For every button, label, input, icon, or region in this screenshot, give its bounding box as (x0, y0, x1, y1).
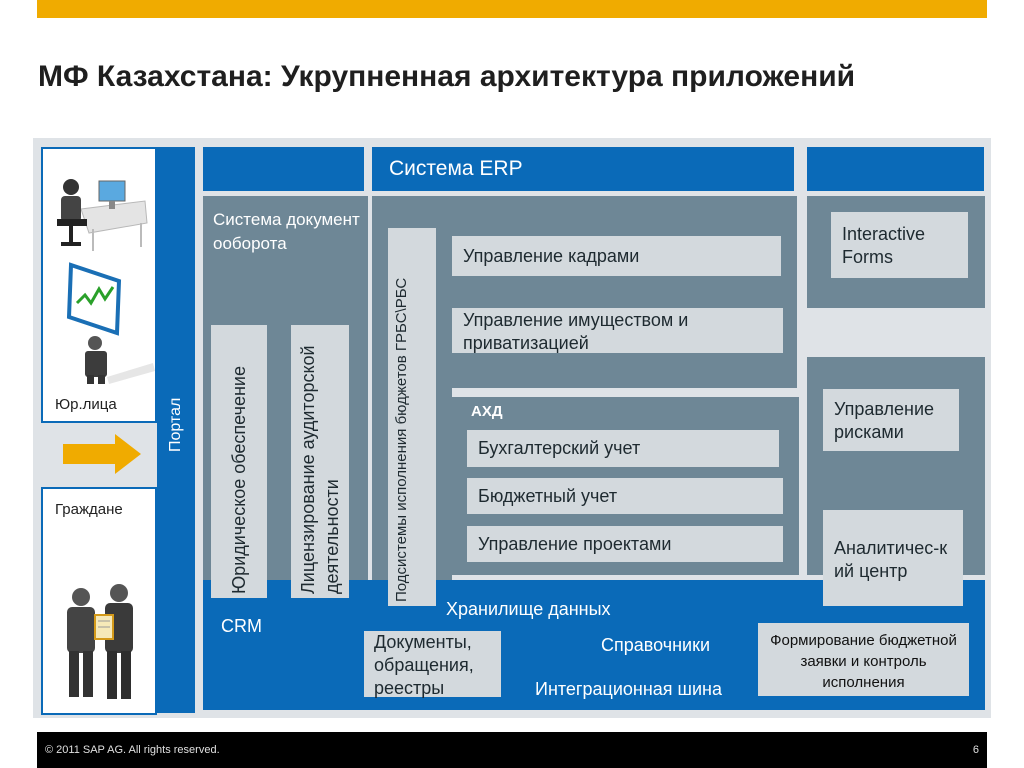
budget-subsystems-label: Подсистемы исполнения бюджетов ГРБС\РБС (393, 277, 410, 602)
interactive-forms-label: Interactive Forms (842, 224, 926, 267)
legal-entities-label: Юр.лица (55, 396, 117, 413)
legal-support-label: Юридическое обеспечение (229, 366, 249, 594)
top-accent-bar (37, 0, 987, 18)
analytics-label: Аналитичес-кий центр (834, 538, 948, 581)
documents-label: Документы, обращения, реестры (374, 632, 474, 698)
property-label: Управление имуществом и приватизацией (463, 310, 689, 353)
citizens-label: Граждане (55, 501, 123, 518)
hr-box[interactable]: Управление кадрами (452, 236, 781, 276)
budget-accounting-box[interactable]: Бюджетный учет (467, 478, 783, 514)
footer-bar: © 2011 SAP AG. All rights reserved. 6 (37, 732, 987, 768)
doc-system-title: Система документооборота (213, 210, 360, 253)
budget-request-box[interactable]: Формирование бюджетной заявки и контроль… (758, 623, 969, 696)
accounting-label: Бухгалтерский учет (478, 438, 641, 458)
erp-header[interactable]: Система ERP (372, 147, 794, 191)
forms-header-strip (807, 147, 984, 191)
doc-header-strip (203, 147, 364, 191)
crm-label: CRM (221, 616, 262, 636)
accounting-box[interactable]: Бухгалтерский учет (467, 430, 779, 467)
project-management-label: Управление проектами (478, 534, 672, 554)
project-management-box[interactable]: Управление проектами (467, 526, 783, 562)
budget-accounting-label: Бюджетный учет (478, 486, 618, 506)
erp-title: Система ERP (389, 157, 523, 180)
erp-upper-area (372, 196, 797, 388)
directories-label: Справочники (601, 635, 711, 655)
risk-box[interactable]: Управление рисками (823, 389, 959, 451)
hr-label: Управление кадрами (463, 246, 640, 266)
copyright-text: © 2011 SAP AG. All rights reserved. (45, 744, 220, 756)
arrow-right-icon (63, 434, 141, 474)
slide-title: МФ Казахстана: Укрупненная архитектура п… (38, 60, 856, 93)
ahd-label: АХД (471, 403, 503, 420)
documents-box[interactable]: Документы, обращения, реестры (364, 631, 501, 698)
page-number: 6 (972, 744, 979, 756)
property-box[interactable]: Управление имуществом и приватизацией (452, 308, 783, 353)
licensing-label: Лицензирование аудиторской деятельности (298, 345, 342, 594)
budget-request-label: Формирование бюджетной заявки и контроль… (770, 632, 957, 691)
integration-bus-label: Интеграционная шина (535, 679, 722, 699)
office-worker-icon (57, 179, 148, 251)
risk-label: Управление рисками (834, 399, 935, 442)
citizens-panel: Граждане (41, 487, 157, 715)
budget-subsystems-box[interactable] (388, 228, 436, 606)
licensing-box[interactable] (291, 325, 349, 598)
interactive-forms-box[interactable]: Interactive Forms (831, 212, 968, 278)
analytics-box[interactable]: Аналитичес-кий центр (823, 510, 963, 606)
legal-entities-panel: Юр.лица (41, 147, 157, 423)
portal-bar[interactable] (157, 147, 195, 713)
portal-label: Портал (167, 397, 184, 453)
citizens-people-icon (67, 584, 133, 699)
data-warehouse-label: Хранилище данных (446, 599, 611, 619)
legal-support-box[interactable] (211, 325, 267, 598)
presenter-chart-icon (66, 262, 155, 384)
